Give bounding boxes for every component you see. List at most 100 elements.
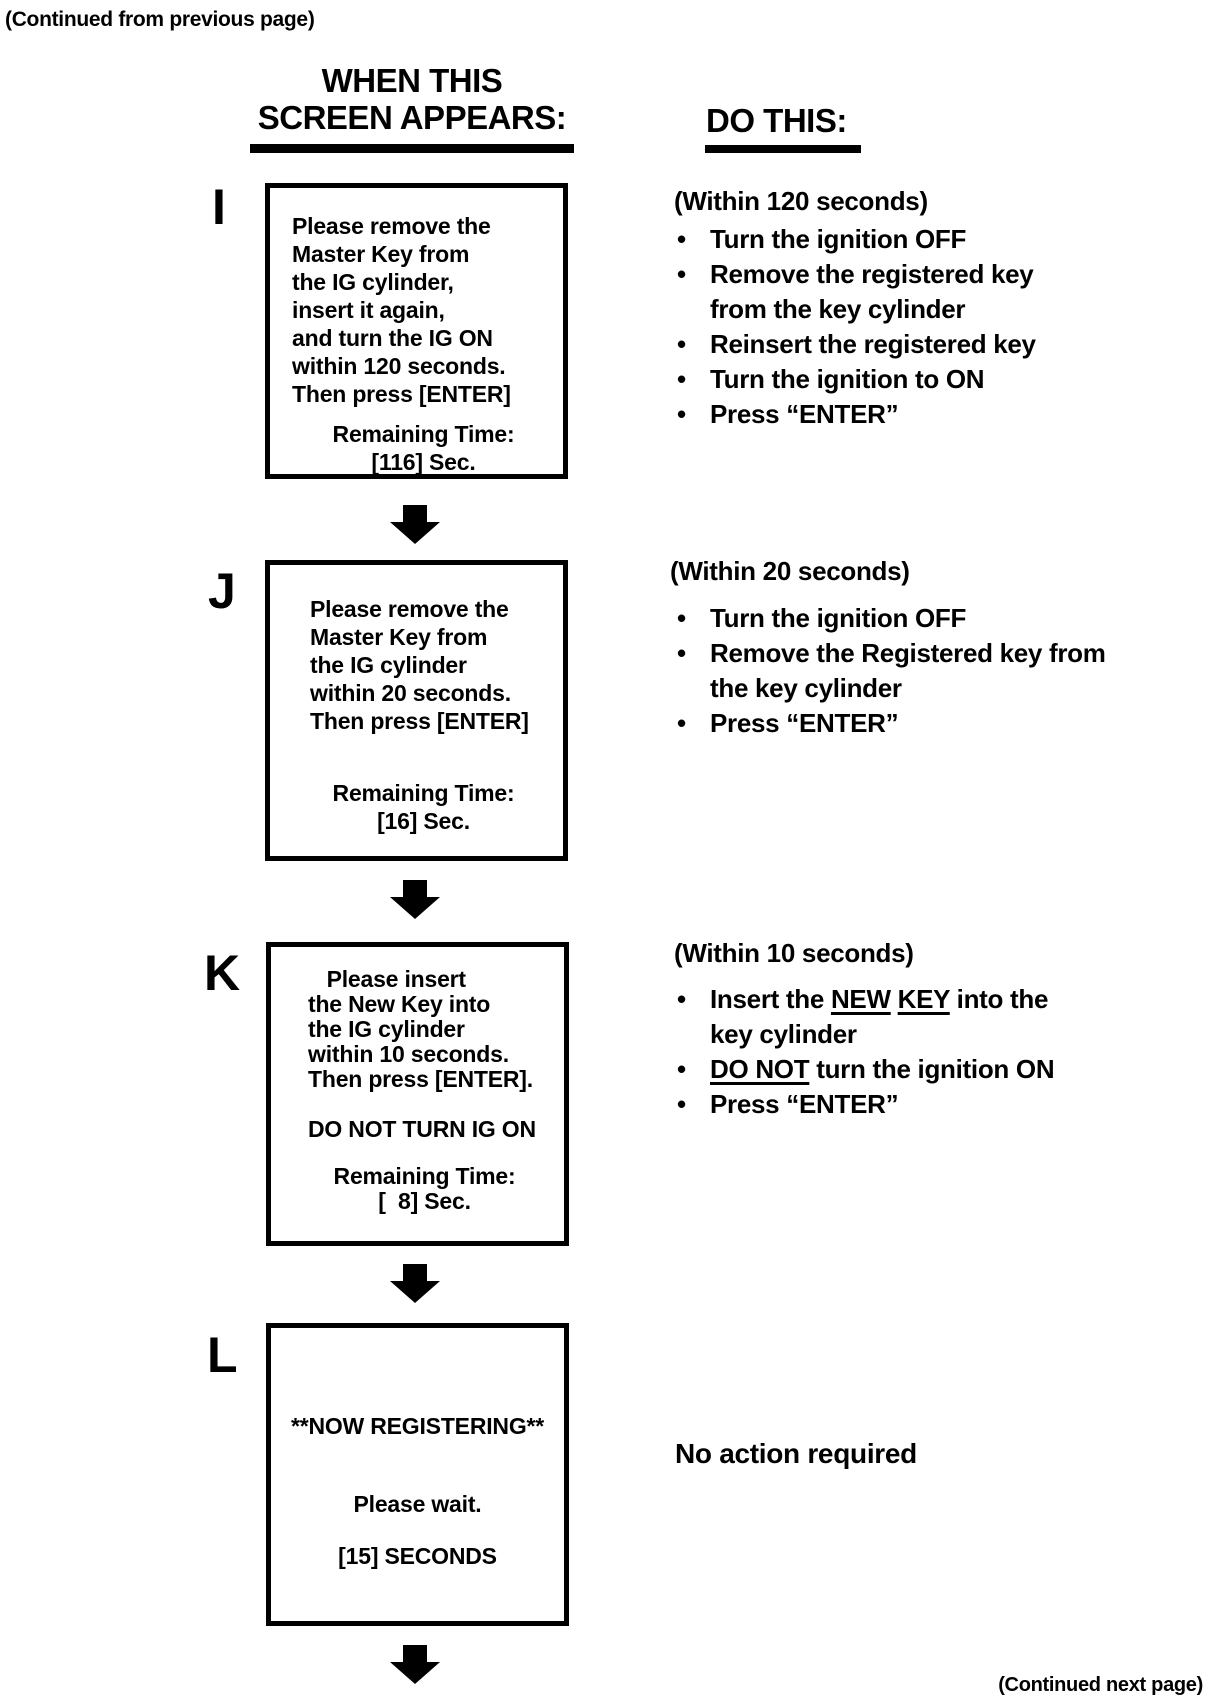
step-text: Press “ENTER” xyxy=(710,1089,899,1119)
flow-arrow-down-icon-3 xyxy=(390,1264,440,1303)
bullet-icon: • xyxy=(677,984,686,1014)
timing-label-k: (Within 10 seconds) xyxy=(674,938,914,968)
screen-line: within 120 seconds. xyxy=(292,353,506,379)
screen-line: Then press [ENTER] xyxy=(310,708,529,734)
action-column-header: DO THIS: xyxy=(706,102,847,139)
screen-column-header-underline xyxy=(250,144,574,153)
screen-line: [ 8] Sec. xyxy=(378,1188,471,1214)
screen-column-header-line2: SCREEN APPEARS: xyxy=(257,99,567,136)
step-text: Turn the ignition OFF xyxy=(710,224,967,254)
screen-footer-k: Remaining Time:[ 8] Sec. xyxy=(271,1164,564,1214)
instruction-step: •Turn the ignition to ON xyxy=(677,362,1122,397)
screen-line: the New Key into xyxy=(308,991,491,1017)
arrow-head xyxy=(390,1281,440,1303)
screen-line: Please remove the xyxy=(310,596,509,622)
screen-line: Please remove the xyxy=(292,213,491,239)
screen-line: within 20 seconds. xyxy=(310,680,511,706)
screen-line: Please insert xyxy=(308,966,467,992)
screen-line: [116] Sec. xyxy=(371,449,476,475)
arrow-stem xyxy=(403,880,427,897)
flow-arrow-down-icon-4 xyxy=(390,1645,440,1684)
no-action-note: No action required xyxy=(675,1438,917,1469)
screen-line: Then press [ENTER]. xyxy=(308,1066,533,1092)
screen-line: [16] Sec. xyxy=(377,808,470,834)
screen-line: DO NOT TURN IG ON xyxy=(308,1116,536,1142)
instruction-step: •Press “ENTER” xyxy=(677,1087,1122,1122)
step-text: Press “ENTER” xyxy=(710,708,899,738)
screen-box-l: **NOW REGISTERING** Please wait. [15] SE… xyxy=(266,1323,569,1626)
screen-line: Then press [ENTER] xyxy=(292,381,511,407)
screen-line xyxy=(271,1465,564,1491)
screen-line: Master Key from xyxy=(310,624,488,650)
flow-arrow-down-icon-1 xyxy=(390,505,440,544)
screen-line: and turn the IG ON xyxy=(292,325,493,351)
arrow-head xyxy=(390,522,440,544)
screen-line: the IG cylinder xyxy=(310,652,467,678)
screen-line: Remaining Time: xyxy=(333,1163,516,1189)
screen-column-header: WHEN THIS SCREEN APPEARS: xyxy=(250,62,574,136)
screen-line: insert it again, xyxy=(292,297,445,323)
bullet-icon: • xyxy=(677,708,686,738)
screen-line: **NOW REGISTERING** xyxy=(290,1413,545,1439)
arrow-stem xyxy=(403,1645,427,1662)
arrow-stem xyxy=(403,505,427,522)
instruction-step: • Turn the ignition OFF xyxy=(677,222,1122,257)
screen-footer-i: Remaining Time:[116] Sec. xyxy=(270,420,563,476)
row-label-l: L xyxy=(207,1327,238,1383)
screen-line xyxy=(271,1517,564,1543)
row-label-k: K xyxy=(204,945,241,1001)
row-label-j: J xyxy=(208,563,236,619)
instruction-step: • Press “ENTER” xyxy=(677,397,1122,432)
flow-arrow-down-icon-2 xyxy=(390,880,440,919)
bullet-icon: • xyxy=(677,399,686,429)
instruction-step: •DO NOT turn the ignition ON xyxy=(677,1052,1122,1087)
bullet-icon: • xyxy=(677,224,686,254)
screen-line xyxy=(271,1439,564,1465)
timing-label-j: (Within 20 seconds) xyxy=(670,556,910,586)
continued-from-note: (Continued from previous page) xyxy=(5,8,315,31)
screen-text-l: **NOW REGISTERING** Please wait. [15] SE… xyxy=(271,1328,564,1569)
continued-next-note: (Continued next page) xyxy=(998,1674,1203,1696)
step-text: DO NOT turn the ignition ON xyxy=(710,1054,1055,1084)
step-text: Turn the ignition OFF xyxy=(710,603,967,633)
screen-line: Remaining Time: xyxy=(332,421,515,447)
bullet-icon: • xyxy=(677,638,686,668)
screen-column-header-line1: WHEN THIS xyxy=(321,62,503,99)
arrow-head xyxy=(390,897,440,919)
step-text: Turn the ignition to ON xyxy=(710,364,985,394)
steps-list-j: • Turn the ignition OFF • Remove the Regist… xyxy=(677,601,1132,741)
screen-line xyxy=(308,1092,564,1117)
instruction-step: • Press “ENTER” xyxy=(677,706,1132,741)
arrow-stem xyxy=(403,1264,427,1281)
action-column-header-underline xyxy=(705,145,861,153)
bullet-icon: • xyxy=(677,603,686,633)
step-text: Press “ENTER” xyxy=(710,399,899,429)
steps-list-i: • Turn the ignition OFF • Remove the regist… xyxy=(677,222,1122,432)
bullet-icon: • xyxy=(677,259,686,289)
instruction-step: • Reinsert the registered key xyxy=(677,327,1122,362)
timing-label-i: (Within 120 seconds) xyxy=(674,186,928,216)
screen-line: Remaining Time: xyxy=(332,780,515,806)
instruction-step: • Turn the ignition OFF xyxy=(677,601,1132,636)
row-label-i: I xyxy=(212,179,226,235)
screen-line: [15] SECONDS xyxy=(338,1543,497,1569)
screen-line: Master Key from xyxy=(292,241,470,267)
arrow-head xyxy=(390,1662,440,1684)
screen-line: within 10 seconds. xyxy=(308,1041,509,1067)
screen-line: the IG cylinder xyxy=(308,1016,465,1042)
step-text: Reinsert the registered key xyxy=(710,329,1036,359)
bullet-icon: • xyxy=(677,329,686,359)
